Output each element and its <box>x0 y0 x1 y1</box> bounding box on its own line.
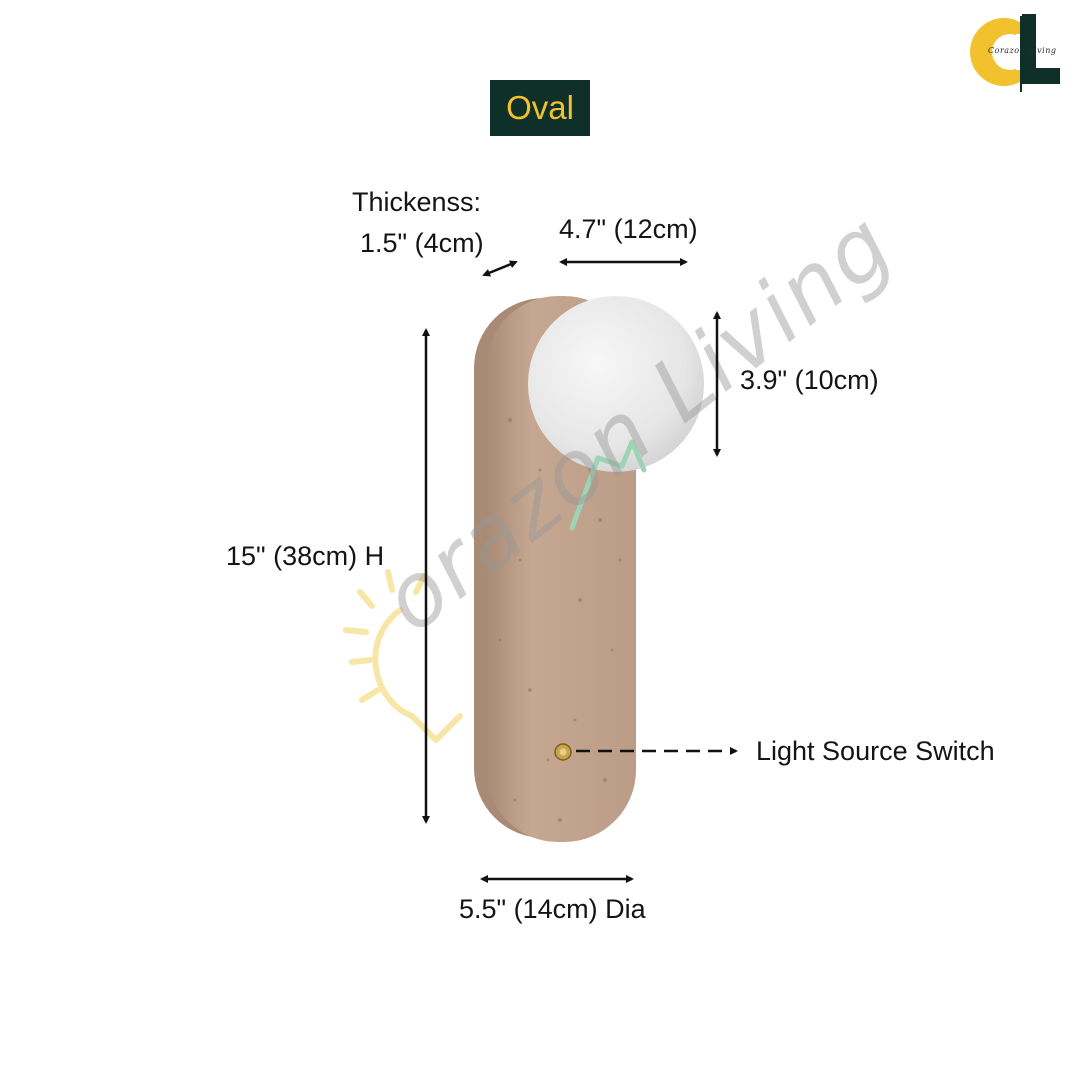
thickness-title: Thickenss: <box>352 187 482 217</box>
house-icon <box>569 439 647 531</box>
badge-label: Oval <box>506 89 574 126</box>
switch-label: Light Source Switch <box>756 736 995 766</box>
globe-height-label: 3.9" (10cm) <box>740 365 879 395</box>
diameter-label: 5.5" (14cm) Dia <box>459 894 646 924</box>
logo-text: Corazon Living <box>988 46 1057 55</box>
thickness-arrow <box>482 260 518 277</box>
globe-width-label: 4.7" (12cm) <box>559 214 698 244</box>
lamp-globe <box>528 296 704 472</box>
logo-l-icon <box>1020 14 1060 92</box>
height-label: 15" (38cm) H <box>226 541 385 571</box>
switch-button <box>559 748 567 756</box>
thickness-value: 1.5" (4cm) <box>360 228 484 258</box>
travertine-texture <box>498 418 622 822</box>
oval-badge: Oval <box>490 80 590 136</box>
